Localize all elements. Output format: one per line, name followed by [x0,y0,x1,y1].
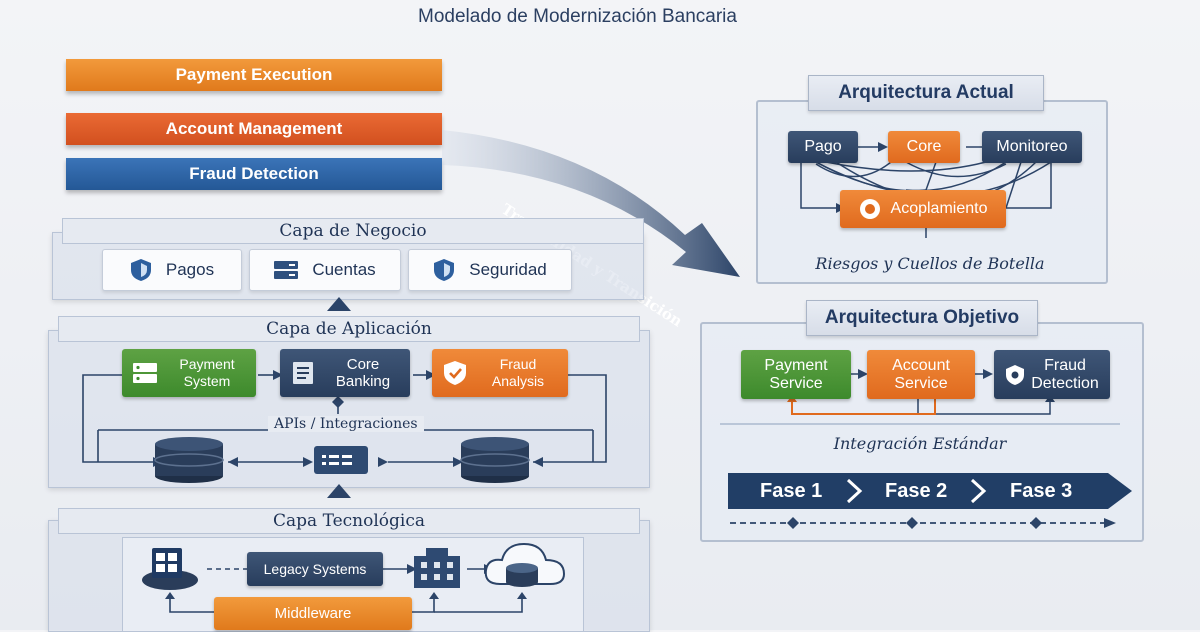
roadmap-timeline [730,517,1116,529]
technology-layer-title: Capa Tecnológica [58,508,640,534]
database-icon [460,437,530,483]
target-architecture-title: Arquitectura Objetivo [806,300,1038,336]
apis-label: APIs / Integraciones [268,416,424,432]
transition-arrow [442,130,740,277]
business-item-seguridad: Seguridad [408,249,572,291]
phase-3: Fase 3 [1010,480,1073,502]
business-item-pagos: Pagos [102,249,242,291]
middleware-box: Middleware [214,597,412,630]
target-connectors [720,369,1120,425]
phases-arrow [728,473,1132,509]
node-pago: Pago [788,131,858,163]
cloud-database-icon [484,542,566,587]
shield-icon [1006,364,1025,385]
shield-check-icon [442,360,468,386]
up-arrow-icon [327,484,351,498]
up-arrow-icon [327,297,351,311]
server-icon [274,261,299,279]
shield-icon [130,259,151,281]
warning-circle-icon [859,199,880,219]
phase-2: Fase 2 [885,480,948,502]
business-item-cuentas: Cuentas [249,249,401,291]
building-icon [414,548,460,588]
current-architecture-title: Arquitectura Actual [808,75,1044,111]
document-icon [290,360,316,386]
technology-connectors [165,564,527,613]
server-icon [132,360,158,386]
shield-icon [434,259,455,281]
api-gateway-icon [314,446,368,474]
business-item-label: Seguridad [469,260,547,279]
business-item-label: Pagos [165,260,215,279]
legacy-systems-box: Legacy Systems [247,552,383,586]
node-monitoreo: Monitoreo [982,131,1082,163]
node-core: Core [888,131,960,163]
capability-payment-execution: Payment Execution [66,59,442,91]
diagram-title: Modelado de Modernización Bancaria [418,6,737,27]
business-layer-title: Capa de Negocio [62,218,644,244]
current-architecture-caption: Riesgos y Cuellos de Botella [815,254,1045,273]
application-layer-title: Capa de Aplicación [58,316,640,342]
target-architecture-caption: Integración Estándar [833,434,1007,453]
business-item-label: Cuentas [312,260,376,279]
database-icon [154,437,224,483]
capability-fraud-detection: Fraud Detection [66,158,442,190]
capability-account-management: Account Management [66,113,442,145]
phase-1: Fase 1 [760,480,823,502]
legacy-server-icon [142,548,198,590]
node-acoplamiento: Acoplamiento [840,190,1006,228]
